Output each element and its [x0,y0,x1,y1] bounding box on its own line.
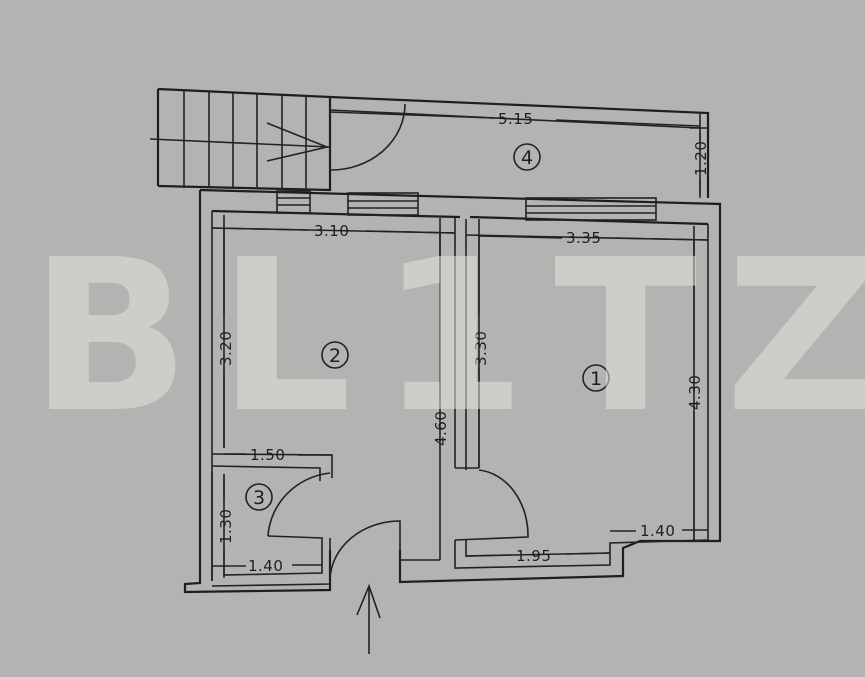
dim-bath-width-top: 1.50 [250,446,285,464]
dimension-lines [211,111,709,578]
dim-room2-width: 3.10 [314,222,349,240]
room-labels: 4 2 1 3 [245,143,610,511]
dimension-labels: 5.15 1.20 3.10 3.35 3.20 4.60 3.30 4.30 … [217,110,710,575]
room-3-label: 3 [245,483,273,511]
dim-bath-depth: 1.30 [217,509,235,544]
dim-hall-depth: 1.20 [692,141,710,176]
dim-hall-width: 5.15 [498,110,533,128]
dim-room1-bottom-right: 1.40 [640,522,675,540]
room-2-walls [211,211,456,581]
dim-room1-width: 3.35 [566,229,601,247]
dim-room1-bottom-left: 1.95 [516,547,551,565]
outer-walls [183,188,722,594]
staircase [149,87,710,198]
dim-room1-left-depth: 3.30 [472,331,490,366]
svg-text:1: 1 [590,368,602,390]
room-1-label: 1 [582,364,610,392]
window-top-right [525,197,657,221]
dim-room2-depth: 3.20 [217,331,235,366]
room-4-label: 4 [513,143,541,171]
window-top-left [276,190,311,214]
svg-text:3: 3 [253,487,265,509]
svg-text:2: 2 [329,345,341,367]
window-top-mid [347,192,419,216]
entrance-door [329,520,440,581]
room-1-walls [454,219,709,569]
dim-room1-right-depth: 4.30 [686,375,704,410]
entrance-arrow-icon [356,583,381,654]
dim-bath-width-bottom: 1.40 [248,557,283,575]
svg-text:4: 4 [521,147,533,169]
dim-room2-total-depth: 4.60 [432,411,450,446]
room-2-label: 2 [321,341,349,369]
